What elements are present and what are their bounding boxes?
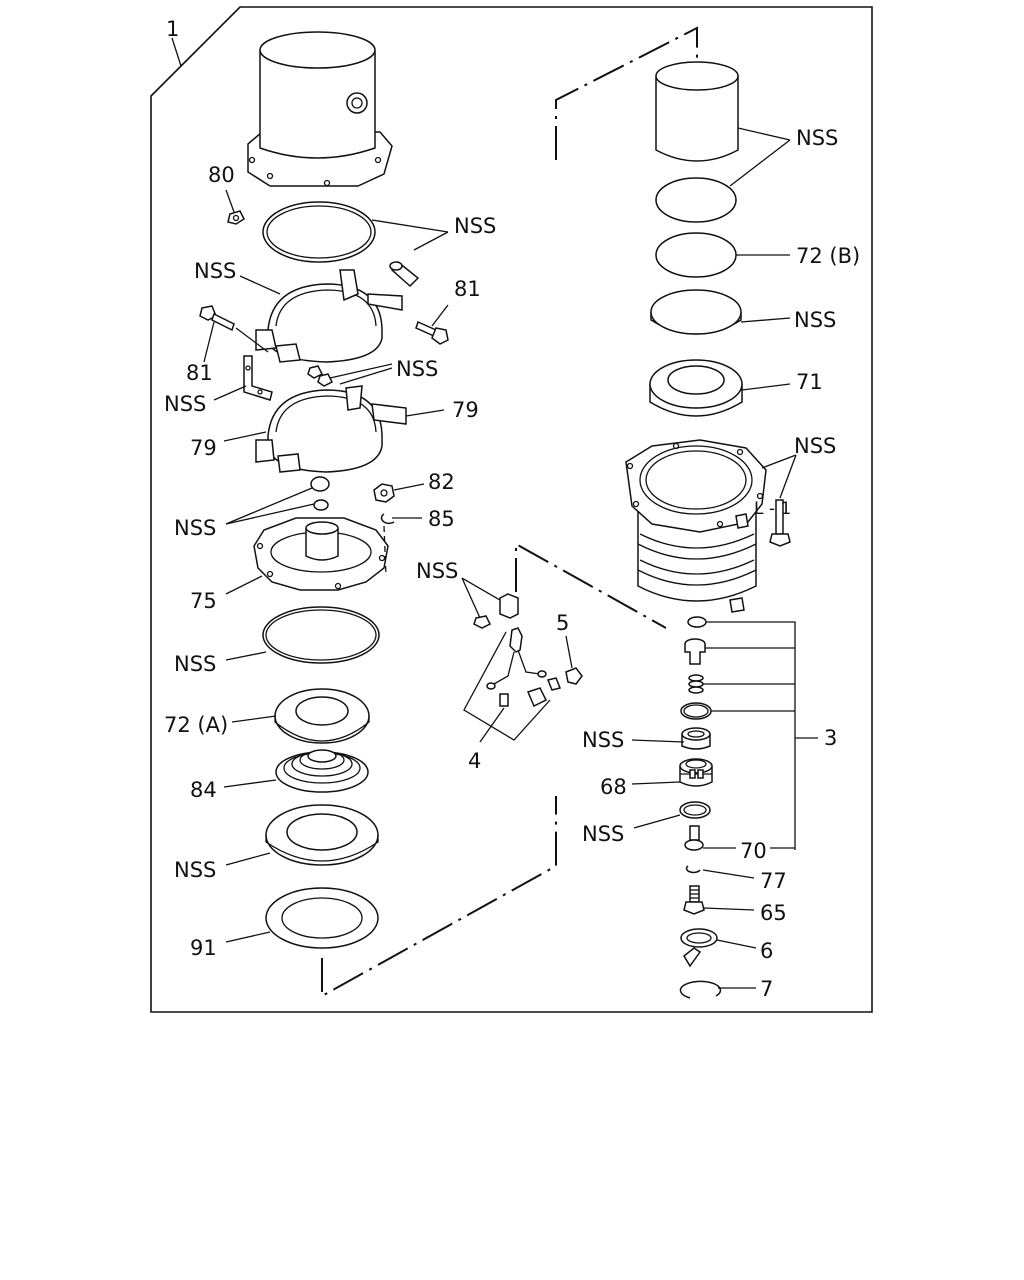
label-70: 70 — [740, 839, 767, 863]
valve-seat — [681, 727, 711, 750]
bolt-l1 — [769, 499, 791, 547]
nut-80 — [225, 189, 245, 225]
label-79-right: 79 — [452, 398, 479, 422]
label-82: 82 — [428, 470, 455, 494]
label-85: 85 — [428, 507, 455, 531]
bolt-81-right — [415, 304, 449, 345]
label-77: 77 — [760, 869, 787, 893]
label-91: 91 — [190, 936, 217, 960]
label-3: 3 — [824, 726, 837, 750]
spring-small — [688, 674, 704, 694]
label-nss-ring-left: NSS — [174, 858, 216, 882]
label-84: 84 — [190, 778, 217, 802]
washer-85 — [380, 513, 395, 525]
canister-top-left — [247, 31, 393, 187]
clamp-band-79 — [255, 385, 407, 473]
oring-left — [262, 606, 380, 664]
label-7: 7 — [760, 977, 773, 1001]
gasket-91 — [265, 887, 379, 949]
plug-65 — [683, 885, 705, 915]
valve-68 — [679, 758, 713, 787]
label-nss-bracket-left: NSS — [164, 392, 206, 416]
oring-small-top — [687, 616, 707, 628]
fitting-6 — [680, 928, 718, 968]
label-4: 4 — [468, 749, 481, 773]
label-75: 75 — [190, 589, 217, 613]
cap-small — [310, 476, 330, 492]
nut-82 — [373, 483, 395, 503]
sensor-assembly — [486, 627, 562, 708]
label-71: 71 — [796, 370, 823, 394]
clip-77 — [685, 865, 701, 874]
spacer-tube — [389, 260, 420, 288]
label-68: 68 — [600, 775, 627, 799]
label-65: 65 — [760, 901, 787, 925]
ring-right-upper — [655, 177, 737, 223]
valve-stem — [684, 638, 706, 665]
label-81-left: 81 — [186, 361, 213, 385]
disc-right — [650, 289, 742, 335]
label-nss-band-upper: NSS — [194, 259, 236, 283]
label-72a: 72 (A) — [164, 713, 228, 737]
label-81-right: 81 — [454, 277, 481, 301]
label-nss-oring-left: NSS — [174, 652, 216, 676]
label-72b: 72 (B) — [796, 244, 860, 268]
sensor-bracket — [473, 593, 519, 629]
gasket-top-left — [262, 201, 376, 263]
bolt-81-left — [199, 305, 269, 363]
clamp-band-upper — [255, 269, 403, 363]
label-80: 80 — [208, 163, 235, 187]
label-nss-disc-right: NSS — [794, 308, 836, 332]
snap-ring-7 — [679, 980, 722, 999]
label-nss-cylinder-right: NSS — [796, 126, 838, 150]
label-nss-sensor: NSS — [416, 559, 458, 583]
label-6: 6 — [760, 939, 773, 963]
seal-72a — [274, 688, 370, 744]
label-nss-cap: NSS — [174, 516, 216, 540]
label-l1: L - 1 — [754, 499, 791, 519]
housing-right — [625, 439, 767, 613]
label-assembly: 1 — [166, 17, 179, 41]
label-nss-housing-right: NSS — [794, 434, 836, 458]
bolt-5 — [565, 667, 583, 685]
seal-72b — [655, 232, 737, 278]
diaphragm-84 — [275, 749, 369, 793]
label-nss-gasket-top-left: NSS — [454, 214, 496, 238]
cylinder-right — [655, 61, 739, 162]
bracket-left — [243, 355, 273, 401]
cover-75 — [253, 517, 389, 591]
label-nss-valve-seat: NSS — [582, 728, 624, 752]
flat-ring-left — [265, 804, 379, 866]
bolt-70 — [684, 825, 704, 851]
label-5: 5 — [556, 611, 569, 635]
label-nss-nut-upper: NSS — [396, 357, 438, 381]
assembly-frame — [150, 6, 873, 1013]
nuts-upper — [307, 365, 334, 387]
seal-71 — [649, 359, 743, 417]
label-79-left: 79 — [190, 436, 217, 460]
label-nss-valve-washer: NSS — [582, 822, 624, 846]
